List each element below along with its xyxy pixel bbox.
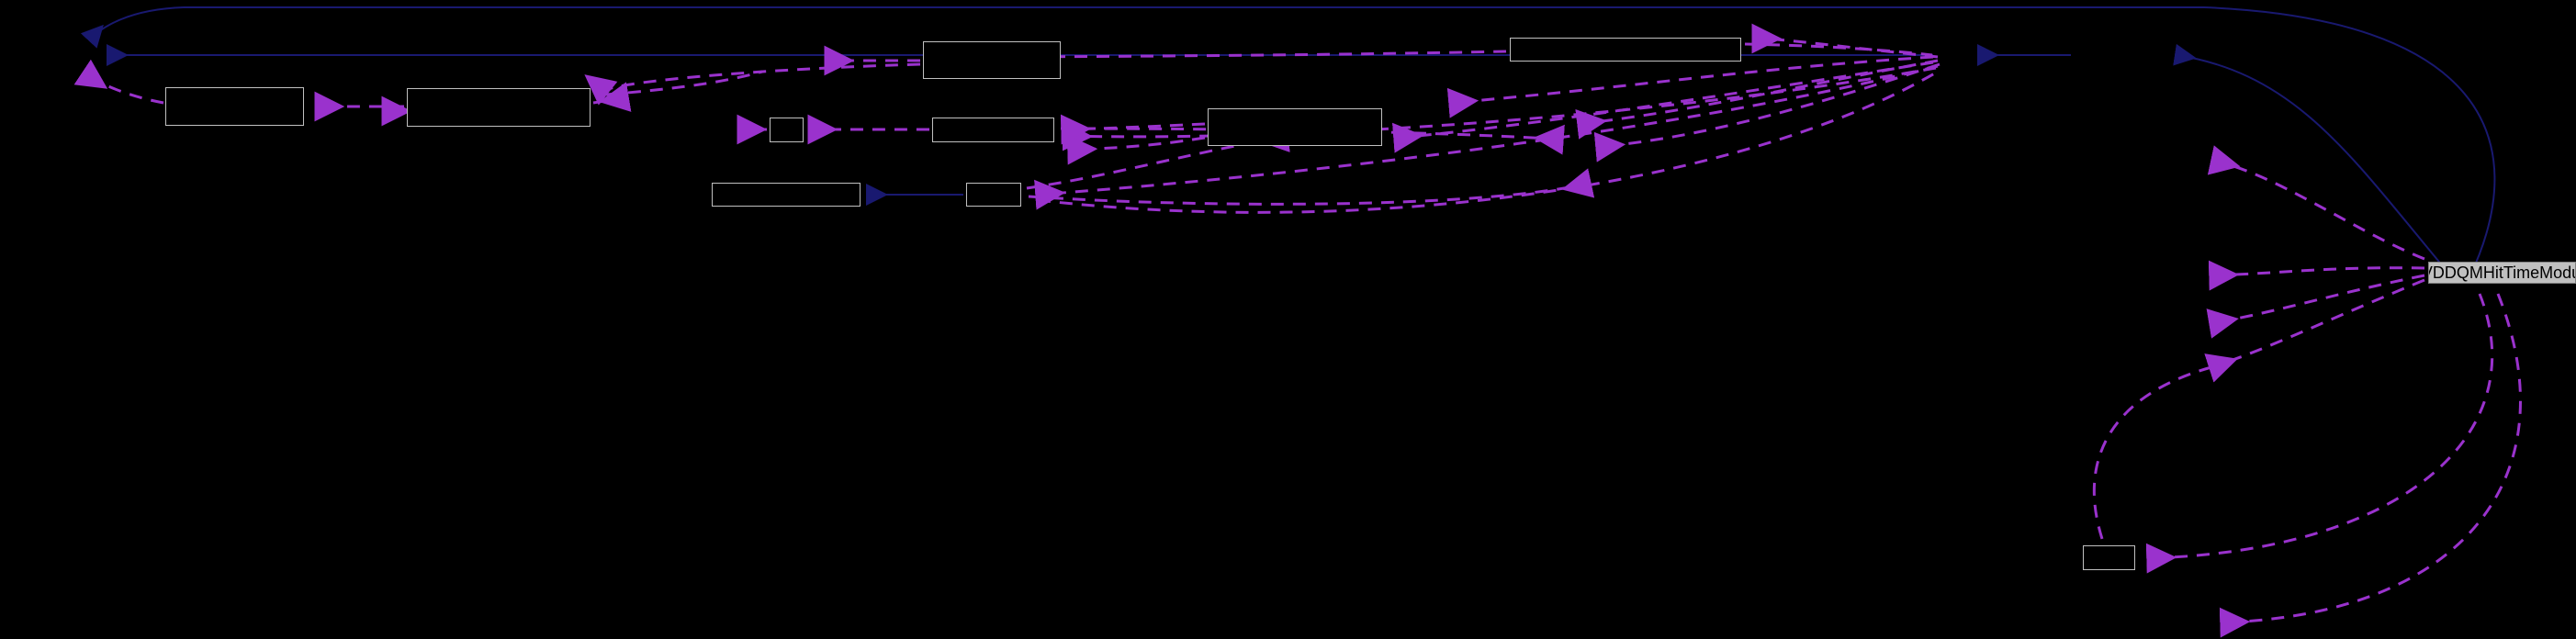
usage-edge-hub-n6-lower <box>1575 59 1939 140</box>
graph-node[interactable] <box>712 183 861 207</box>
usage-edge-hub-n5 <box>1062 66 1937 151</box>
usage-edge-hub-n6 <box>1446 55 1934 118</box>
usage-edge-hub-n9 <box>1751 23 1939 59</box>
usage-edge-n1-left <box>73 59 164 105</box>
usage-edge-fan4-tail <box>2092 365 2212 543</box>
usage-edge-root-fan-3 <box>2206 274 2425 339</box>
usage-edge-root-fan-1 <box>2207 145 2425 261</box>
graph-node[interactable] <box>923 41 1061 79</box>
usage-edge-root-bottom <box>2219 293 2522 638</box>
usage-edge-root-fan-4 <box>2204 278 2425 383</box>
usage-edge-lower-sweep <box>1037 70 1939 214</box>
usage-edge-root-n10 <box>2145 293 2494 574</box>
graph-node[interactable] <box>165 87 304 126</box>
inheritance-edge-root-upleft <box>2173 43 2444 267</box>
graph-node[interactable] <box>2083 545 2135 570</box>
graph-node-root-svddqmhittimemodule[interactable]: SVDDQMHitTimeModule <box>2428 262 2576 284</box>
graph-node[interactable] <box>1510 38 1741 62</box>
usage-edge-n2-right <box>592 82 632 112</box>
usage-edge-hub-n9-lower <box>1593 62 1940 163</box>
usage-edge-n8-right <box>1028 168 1595 206</box>
graph-node[interactable] <box>966 183 1021 207</box>
usage-edge-n3-n2 <box>584 62 921 106</box>
usage-edge-n2-up <box>605 70 763 96</box>
usage-edge-n6-left <box>1060 114 1206 145</box>
usage-edge-hub-n8 <box>1034 64 1939 210</box>
graph-node-root-label: SVDDQMHitTimeModule <box>2429 263 2575 282</box>
usage-edge-n6-n5 <box>1066 134 1206 165</box>
graph-node[interactable] <box>770 118 804 142</box>
usage-edge-n9-hub <box>1744 42 1933 57</box>
usage-edge-hub-n6b <box>1391 61 1934 153</box>
graph-node[interactable] <box>407 88 591 127</box>
graph-node[interactable] <box>1208 108 1382 146</box>
usage-edge-root-fan-2 <box>2208 260 2425 291</box>
graph-node[interactable] <box>932 118 1054 142</box>
